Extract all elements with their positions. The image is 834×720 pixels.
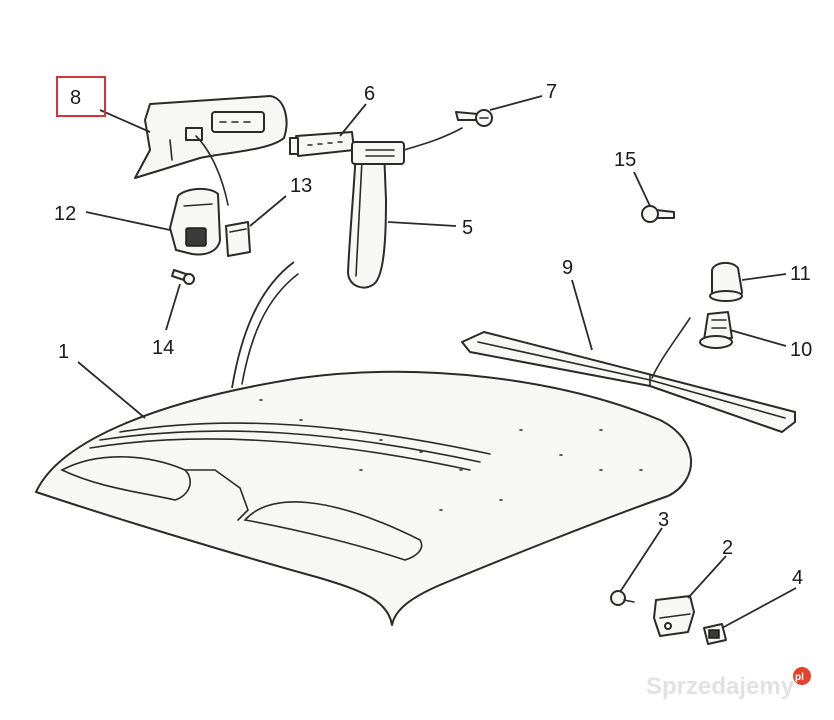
overhead-console-part [134, 95, 288, 206]
light-lens-part [225, 221, 251, 257]
clip-4-part [703, 623, 727, 645]
watermark-text: Sprzedajemy [646, 673, 795, 700]
leader-9 [571, 279, 593, 351]
callout-5: 5 [462, 217, 473, 239]
screw-7-part [455, 109, 493, 127]
leader-13 [249, 195, 287, 227]
leader-11 [741, 273, 787, 281]
callout-8-highlight-box [56, 76, 106, 117]
leader-8 [99, 109, 151, 133]
screw-15-part [641, 205, 675, 223]
leader-2 [687, 555, 727, 599]
side-trim-strip-part [461, 317, 796, 433]
screw-3-part [610, 590, 635, 606]
watermark: Sprzedajemy pl [646, 667, 811, 700]
callout-labels: 1 2 3 4 5 6 7 8 9 10 11 12 13 14 15 [54, 81, 812, 589]
callout-12: 12 [54, 203, 76, 225]
callout-13: 13 [290, 175, 312, 197]
leader-4 [721, 587, 797, 629]
clip-cap-part [709, 262, 743, 302]
leader-5 [387, 221, 457, 227]
map-light-part [169, 188, 221, 256]
leader-1 [77, 361, 146, 419]
grab-handle-part [347, 127, 463, 289]
callout-8: 8 [70, 87, 81, 109]
callout-3: 3 [658, 509, 669, 531]
callout-2: 2 [722, 537, 733, 559]
bracket-part [653, 595, 695, 637]
headliner-sweep-line [231, 261, 295, 389]
leader-lines [77, 95, 797, 629]
leader-7 [489, 95, 543, 111]
callout-1: 1 [58, 341, 69, 363]
callout-7: 7 [546, 81, 557, 103]
leader-15 [633, 171, 651, 207]
screw-14-part [171, 269, 195, 285]
leader-12 [85, 211, 171, 231]
leader-3 [619, 527, 663, 593]
callout-14: 14 [152, 337, 174, 359]
callout-9: 9 [562, 257, 573, 279]
headliner-part [35, 370, 693, 626]
connector-part [289, 131, 355, 157]
callout-6: 6 [364, 83, 375, 105]
watermark-badge-dot [793, 667, 811, 685]
leader-6 [339, 103, 367, 137]
callout-11: 11 [790, 263, 811, 285]
leader-14 [165, 283, 181, 331]
watermark-badge: pl [795, 672, 804, 683]
callout-15: 15 [614, 149, 636, 171]
callout-10: 10 [790, 339, 812, 361]
fastener-clip-part [699, 311, 733, 349]
leader-10 [729, 329, 787, 347]
callout-4: 4 [792, 567, 803, 589]
